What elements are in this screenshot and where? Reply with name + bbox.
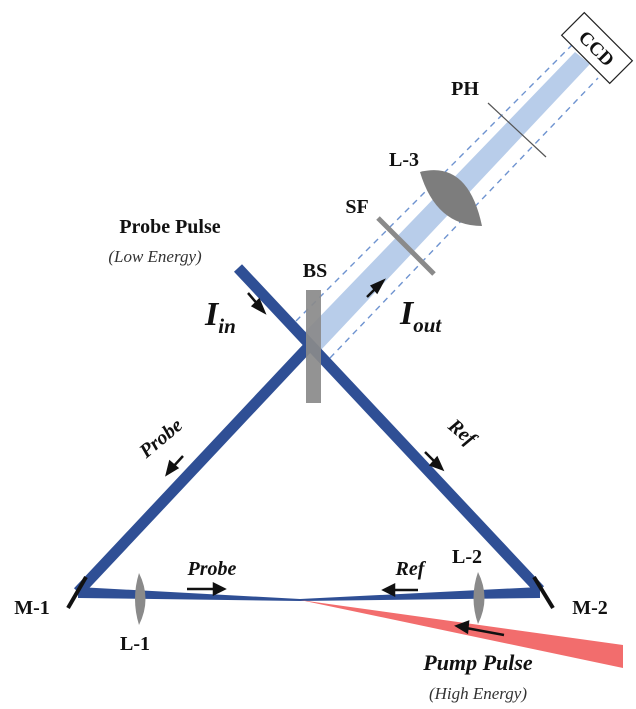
l1-label: L-1 xyxy=(120,633,150,655)
l3-label: L-3 xyxy=(389,149,419,171)
output-beam-edge-lower xyxy=(329,77,599,359)
beam-splitter xyxy=(306,290,321,403)
arrow-probe-left xyxy=(165,455,184,477)
probe-beam-ref-path xyxy=(233,264,545,594)
i-in-label: Iin xyxy=(204,296,236,338)
i-out-main: I xyxy=(399,295,415,332)
l2-label: L-2 xyxy=(452,546,482,568)
ref-bottom-label: Ref xyxy=(395,558,427,580)
ref-right-label: Ref xyxy=(443,414,482,452)
arrow-probe-bottom xyxy=(187,581,227,597)
pump-beam xyxy=(300,600,623,668)
pump-pulse-sublabel: (High Energy) xyxy=(429,684,527,703)
arrow-ref-bottom xyxy=(381,582,418,598)
sf-label: SF xyxy=(345,196,368,218)
ph-label: PH xyxy=(451,78,479,100)
m2-label: M-2 xyxy=(572,597,608,619)
probe-bottom-label: Probe xyxy=(187,558,237,580)
mirror-m2 xyxy=(532,575,555,610)
pump-pulse-label: Pump Pulse xyxy=(422,650,533,675)
i-out-label: Iout xyxy=(399,295,442,337)
probe-left-label: Probe xyxy=(135,414,187,463)
probe-beam-probe-path xyxy=(73,339,317,596)
lens-l1 xyxy=(135,573,146,625)
bottom-beam-left xyxy=(78,587,300,601)
spatial-filter xyxy=(376,216,436,276)
arrow-iin xyxy=(247,292,267,315)
probe-pulse-label: Probe Pulse xyxy=(119,216,220,238)
mirror-m1 xyxy=(66,575,88,610)
arrow-iout xyxy=(366,278,386,298)
lens-l3 xyxy=(420,170,482,226)
arrow-pump xyxy=(454,620,505,637)
m1-label: M-1 xyxy=(14,597,50,619)
arrow-ref-right xyxy=(424,451,445,472)
bottom-beam-right xyxy=(300,587,540,601)
lens-l2 xyxy=(473,572,485,624)
i-in-sub: in xyxy=(218,314,236,338)
bs-label: BS xyxy=(303,260,327,282)
i-in-main: I xyxy=(204,296,220,333)
probe-pulse-sublabel: (Low Energy) xyxy=(108,247,202,266)
i-out-sub: out xyxy=(413,313,442,337)
pinhole xyxy=(487,102,547,158)
